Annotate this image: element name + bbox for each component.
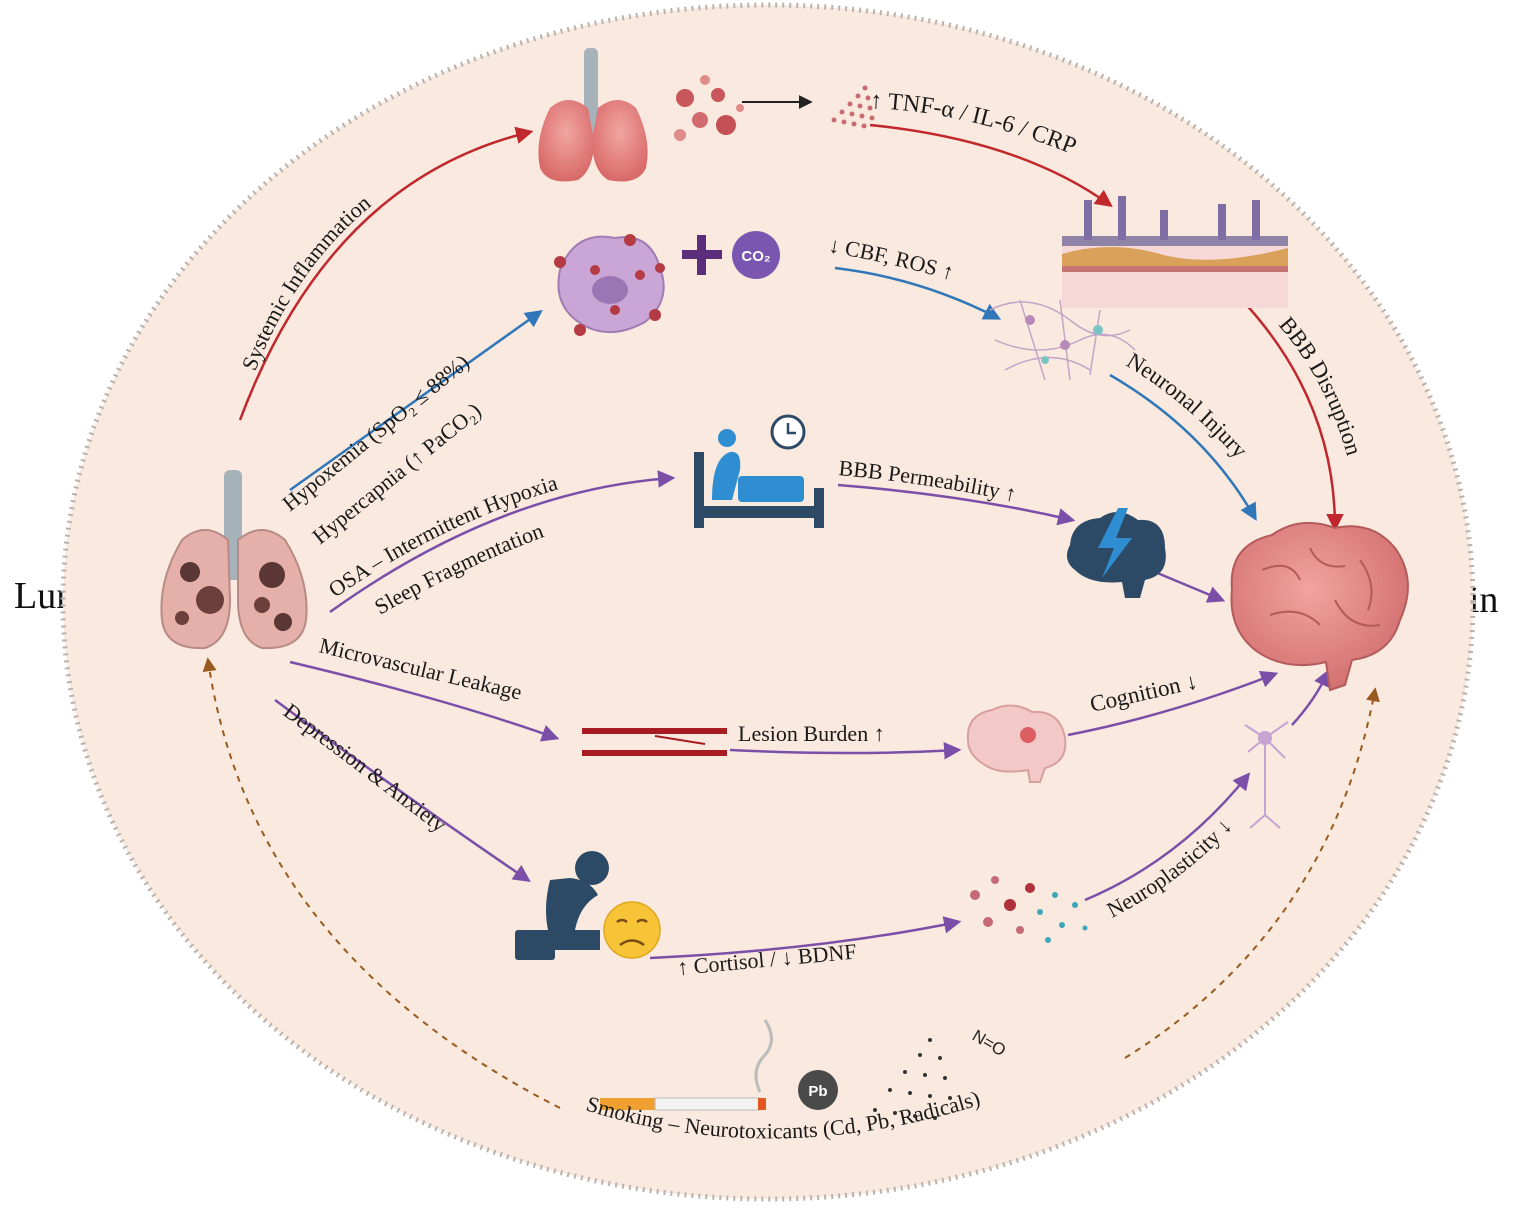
cortisol-particles-icon [970,876,1088,943]
diseased-lungs-icon [160,470,308,650]
small-brain-to-brain-arrow [1154,570,1226,603]
lesion-arrow [729,742,962,760]
co2-label: CO₂ [741,248,770,265]
plus-icon [682,235,722,275]
microvascular-arrow [289,660,560,742]
bbb-permeability-arrow [837,483,1076,526]
lead-label: Pb [808,1083,827,1100]
brain-lightning-icon [1066,508,1166,598]
co2-bubble-icon: CO₂ [732,231,780,279]
tnf-arrow [869,123,1113,208]
neuroplasticity-arrow [1084,772,1251,902]
brain-icon [1230,521,1409,692]
cbf-arrow [834,266,1002,320]
clock-icon [770,414,806,450]
inflammatory-cells-icon [674,75,744,141]
toxicant-dots-icon [873,1038,952,1120]
depressed-person-icon [515,851,609,960]
inflamed-lungs-icon [538,48,648,182]
sleep-bed-icon [694,429,824,528]
lead-circle-icon: Pb [798,1070,838,1110]
neuron-to-brain-arrow [1291,668,1331,726]
smoking-to-brain-dashed-arrow [1124,687,1380,1059]
lesion-brain-icon [966,704,1067,783]
neuronal-injury-arrow [1109,373,1257,522]
blood-vessel-icon [582,728,727,756]
cytokine-dots-icon [831,85,875,129]
osa-arrow [329,470,676,614]
blood-brain-barrier-icon [1062,196,1288,308]
bbb-disruption-arrow [1241,299,1344,532]
cognition-arrow [1067,670,1279,737]
neuron-network-icon [989,299,1136,381]
systemic-inflammation-arrow [238,126,534,421]
cigarette-icon [600,1019,773,1111]
cortisol-arrow [649,916,962,960]
sad-face-icon [603,901,661,959]
hypoxic-cell-icon [554,234,665,336]
hypoxemia-arrow [289,309,543,492]
depression-arrow [274,698,531,882]
neuron-icon [1244,721,1289,829]
lesion-burden-label: Lesion Burden ↑ [738,721,885,746]
